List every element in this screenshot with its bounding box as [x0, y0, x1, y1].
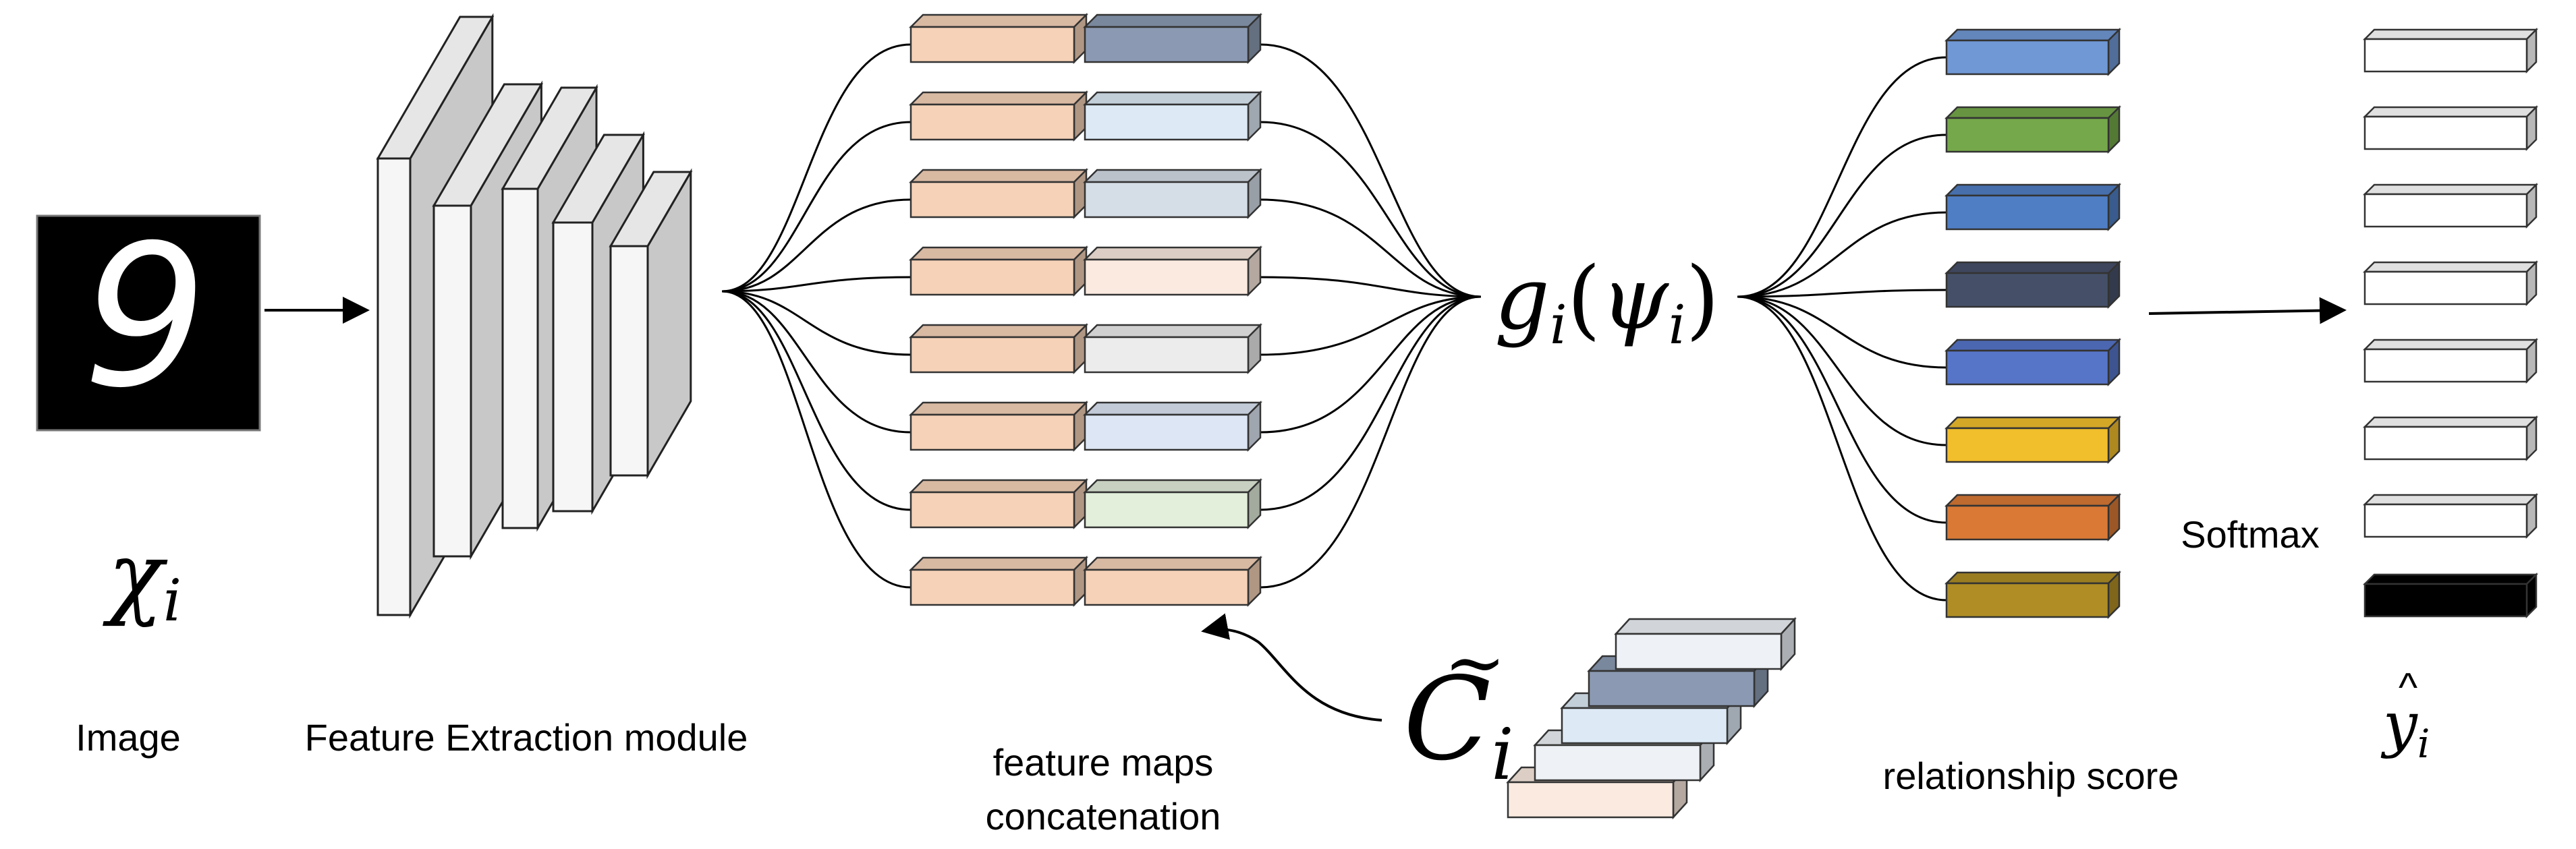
output-unit	[2362, 105, 2539, 152]
prediction-symbol-label: ^ yi	[2380, 665, 2430, 767]
feature-map-pair	[908, 400, 1263, 452]
relationship-fan-curve	[1737, 211, 1947, 298]
support-feature-block	[1082, 400, 1263, 452]
relationship-score-bar	[1944, 260, 2122, 310]
image-label: Image	[76, 716, 181, 759]
support-feature-block	[1082, 245, 1263, 297]
relationship-score-bar	[1944, 337, 2122, 387]
digit-image-background	[36, 214, 261, 432]
relationship-fan-curve	[1737, 134, 1947, 298]
feature-extraction-label: Feature Extraction module	[305, 716, 748, 759]
relationship-fan-curve	[1737, 289, 1947, 298]
relationship-fan-curve	[1737, 295, 1947, 602]
fan-out-curve	[721, 198, 912, 293]
fan-in-curves	[1260, 43, 1482, 589]
support-set-block	[1614, 616, 1797, 672]
relationship-score-bar	[1944, 105, 2122, 154]
fan-in-curve	[1260, 276, 1482, 298]
fan-out-curve	[721, 290, 912, 511]
support-set-tilde: ~	[1444, 619, 1506, 705]
relationship-score-bar	[1944, 182, 2122, 232]
softmax-label: Softmax	[2181, 513, 2319, 556]
relationship-fan-curve	[1737, 56, 1947, 298]
support-feature-block	[1082, 167, 1263, 220]
query-feature-block	[908, 167, 1089, 220]
support-feature-block	[1082, 90, 1263, 142]
support-feature-block	[1082, 477, 1263, 530]
fan-out-curve	[721, 276, 912, 293]
fan-in-curve	[1260, 295, 1482, 356]
fan-in-curve	[1260, 295, 1482, 434]
softmax-output-vector	[2362, 27, 2539, 619]
support-feature-block	[1082, 555, 1263, 608]
relationship-fan-curve	[1737, 295, 1947, 369]
query-feature-block	[908, 245, 1089, 297]
feature-maps-label-line1: feature maps	[993, 741, 1214, 784]
feature-map-pair	[908, 167, 1263, 220]
fan-out-curve	[721, 43, 912, 293]
relation-function-label: gi(ψi)	[1494, 249, 1719, 356]
relationship-fan-curves	[1737, 56, 1947, 602]
query-feature-block	[908, 322, 1089, 375]
feature-map-pair	[908, 477, 1263, 530]
feature-map-pair	[908, 322, 1263, 375]
fan-out-curve	[721, 121, 912, 293]
fan-out-curve	[721, 290, 912, 434]
relationship-score-bar	[1944, 570, 2122, 620]
fan-out-curve	[721, 290, 912, 356]
query-feature-block	[908, 555, 1089, 608]
arrow-to-softmax	[2148, 297, 2347, 324]
fan-in-curve	[1260, 295, 1482, 511]
input-digit-image: 9 9	[36, 204, 261, 432]
fan-out-curve	[721, 290, 912, 589]
fan-in-curve	[1260, 198, 1482, 298]
query-feature-block	[908, 477, 1089, 530]
fan-in-curve	[1260, 43, 1482, 298]
output-unit	[2362, 182, 2539, 229]
fan-in-curve	[1260, 121, 1482, 298]
support-feature-block	[1082, 12, 1263, 65]
output-unit	[2362, 27, 2539, 74]
feature-extraction-module	[376, 13, 693, 619]
query-feature-block	[908, 90, 1089, 142]
support-set-stack	[1506, 616, 1797, 820]
feature-map-pair	[908, 245, 1263, 297]
fan-out-curves	[721, 43, 912, 589]
feature-maps-label-line2: concatenation	[986, 795, 1221, 838]
relationship-score-bars	[1944, 27, 2122, 620]
concatenated-feature-maps	[908, 12, 1263, 608]
query-feature-block	[908, 12, 1089, 65]
output-unit	[2362, 492, 2539, 539]
relationship-score-bar	[1944, 27, 2122, 77]
query-feature-block	[908, 400, 1089, 452]
extractor-layer	[609, 168, 693, 479]
support-set-symbol: Ci	[1403, 653, 1514, 796]
fan-in-curve	[1260, 295, 1482, 589]
output-unit	[2362, 415, 2539, 462]
support-set-label: ~ Ci	[1403, 619, 1514, 796]
prediction-symbol: yi	[2380, 689, 2430, 767]
feature-map-pair	[908, 12, 1263, 65]
output-unit	[2362, 260, 2539, 307]
feature-map-pair	[908, 90, 1263, 142]
relationship-score-bar	[1944, 492, 2122, 542]
relationship-score-bar	[1944, 415, 2122, 465]
support-feature-block	[1082, 322, 1263, 375]
feature-map-pair	[908, 555, 1263, 608]
relationship-fan-curve	[1737, 295, 1947, 524]
input-symbol-label: χi	[103, 523, 181, 635]
relationship-fan-curve	[1737, 295, 1947, 446]
digit-image-digit: 9	[83, 204, 208, 431]
output-unit-active	[2362, 572, 2539, 619]
relationship-score-label: relationship score	[1883, 755, 2179, 797]
output-unit	[2362, 337, 2539, 384]
support-to-concat-arrow	[1201, 613, 1382, 722]
prediction-hat: ^	[2399, 665, 2417, 710]
digit-image-corner-label: 9	[51, 241, 69, 276]
